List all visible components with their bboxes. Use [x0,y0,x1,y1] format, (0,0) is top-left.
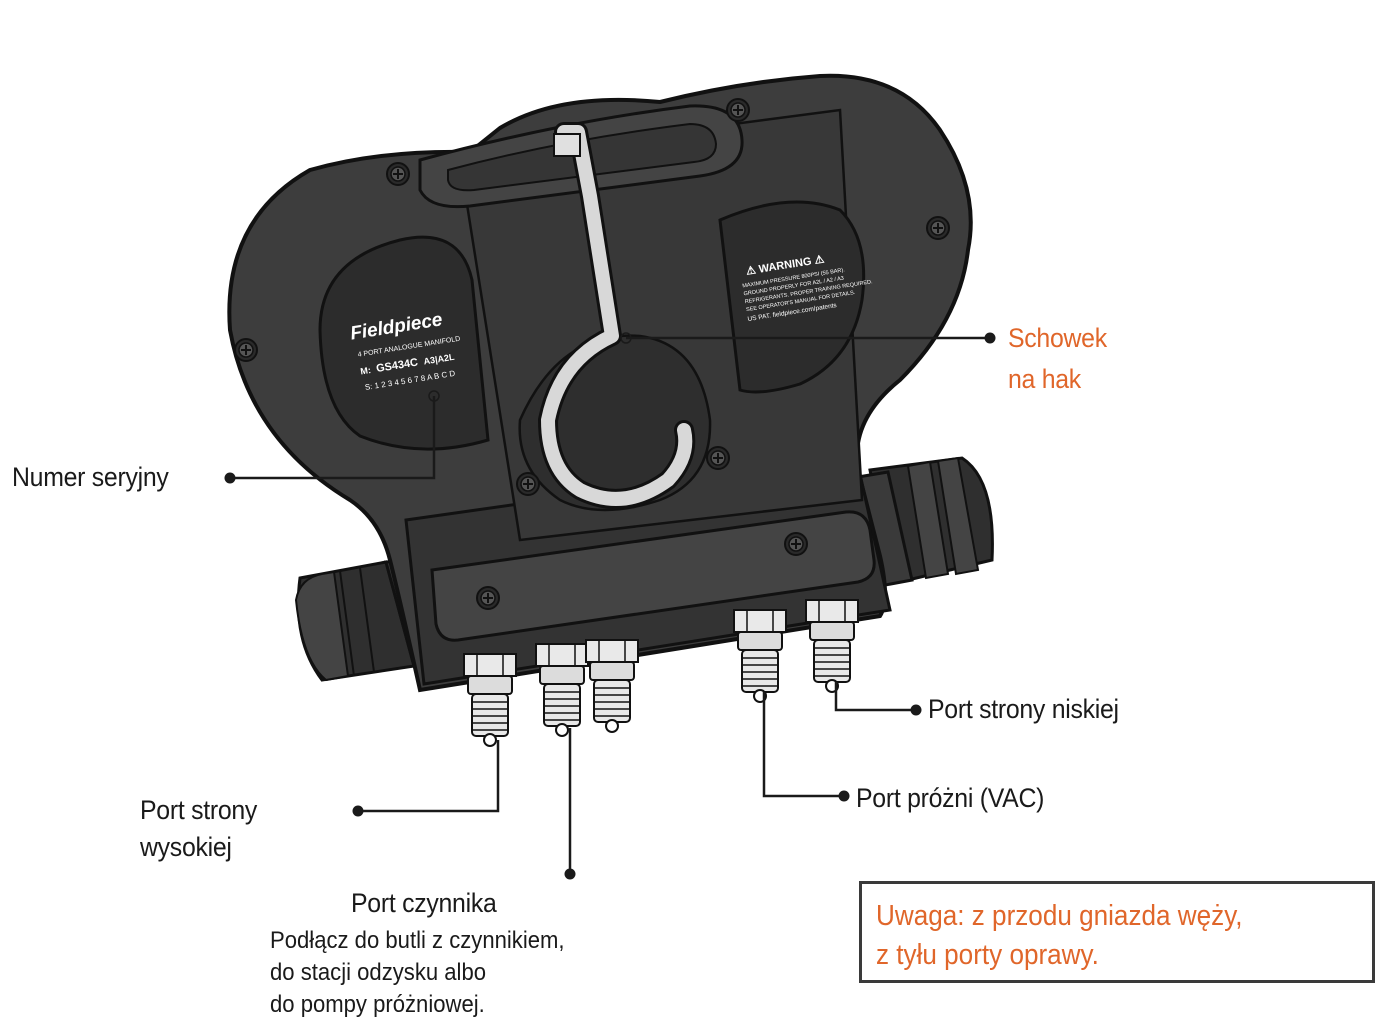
label-vacuum-port: Port próżni (VAC) [856,783,1045,813]
leader-low-side [834,682,916,712]
leader-dot [352,805,364,817]
refrigerant-desc-2: do stacji odzysku albo [270,959,487,986]
leader-serial [230,396,436,480]
fitting-high-side [463,653,517,747]
note-line-2: z tyłu porty oprawy. [876,939,1099,971]
note-line-1: Uwaga: z przodu gniazda węży, [876,900,1243,932]
label-hook-storage-2: na hak [1008,364,1081,394]
label-refrigerant-port: Port czynnika [351,888,497,918]
label-low-side-port: Port strony niskiej [928,694,1119,724]
fitting-refrigerant [535,643,589,737]
refrigerant-desc-1: Podłącz do butli z czynnikiem, [270,927,565,954]
model-prefix: M: [360,365,372,377]
leader-vacuum [762,692,844,798]
fitting-extra [585,639,639,733]
leader-dot [910,704,922,716]
leader-dot [564,868,576,880]
leader-high-side [358,740,500,813]
leader-origin [428,390,440,402]
label-hook-storage-1: Schowek [1008,323,1107,353]
note-box: Uwaga: z przodu gniazda węży, z tyłu por… [859,881,1375,983]
leader-lines [230,336,990,874]
label-high-side-2: wysokiej [140,832,232,862]
leader-dot [838,790,850,802]
fitting-low-side [805,599,859,693]
leader-dot [224,472,236,484]
right-knob [850,456,994,588]
refrigerant-classes: A3|A2L [423,352,456,367]
refrigerant-desc-3: do pompy próżniowej. [270,991,485,1018]
label-serial-number: Numer seryjny [12,462,169,492]
label-high-side-1: Port strony [140,795,258,825]
leader-origin [620,332,632,344]
leader-dot [984,332,996,344]
fitting-vacuum [733,609,787,703]
leader-dots [224,332,996,880]
